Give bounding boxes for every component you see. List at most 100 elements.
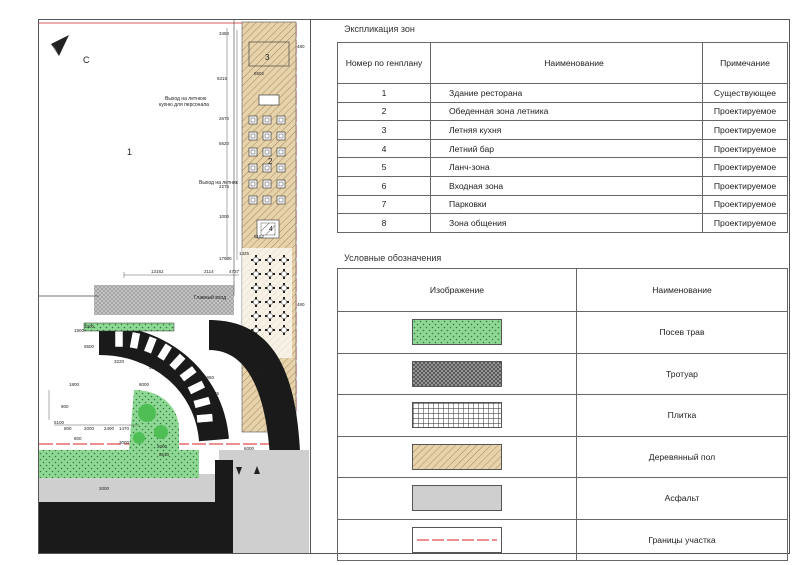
- dining-table: [276, 115, 286, 125]
- table-row: Плитка: [337, 394, 788, 437]
- kitchen-exit-label-1: Выход на летнюю: [165, 96, 207, 102]
- round-table: [279, 283, 289, 293]
- parking-space: [168, 352, 187, 371]
- dimension-label: 5100: [54, 420, 65, 425]
- sheet-divider: [310, 19, 311, 554]
- parking-space: [143, 335, 158, 355]
- dimension-label: 1325: [239, 251, 250, 256]
- dimension-label: 2275: [219, 184, 230, 189]
- round-table: [251, 283, 261, 293]
- lunch-round-tables: [251, 255, 289, 335]
- dimension-label: 1800: [69, 382, 80, 387]
- zones-header-row: Номер по генплану Наименование Примечани…: [337, 42, 788, 84]
- parking-spaces: [114, 330, 214, 424]
- legend-header-row: Изображение Наименование: [337, 268, 788, 312]
- round-table: [265, 311, 275, 321]
- table-row: Тротуар: [337, 352, 788, 395]
- round-table: [265, 297, 275, 307]
- dimension-label: 6502: [254, 71, 265, 76]
- dining-table: [248, 147, 258, 157]
- round-table: [265, 269, 275, 279]
- site-plan: С 1 3 2 4 Выход на летнюю кухню для п: [39, 20, 309, 553]
- dimension-label: 6000: [249, 371, 260, 376]
- dining-tables: [248, 115, 286, 205]
- legend-header-image: Изображение: [337, 268, 577, 312]
- dimension-label: 1950: [204, 375, 215, 380]
- parking-space: [187, 380, 206, 395]
- sidewalk-top: [94, 285, 234, 315]
- dimension-label: 4735: [209, 391, 220, 396]
- dimension-label: 5500: [84, 344, 95, 349]
- direction-arrow-icon: [236, 467, 242, 475]
- dining-table: [276, 195, 286, 205]
- dining-table: [276, 131, 286, 141]
- dimension-label: 2000: [99, 486, 110, 491]
- table-row: Асфальт: [337, 477, 788, 520]
- dimension-label: 1000: [84, 324, 95, 329]
- grass-lawn-lower: [39, 450, 199, 478]
- round-table: [279, 311, 289, 321]
- dimension-label: 6000: [244, 446, 255, 451]
- north-label: С: [83, 55, 90, 65]
- kitchen-exit-label-2: кухню для персонала: [159, 102, 209, 108]
- zone-label-2: 2: [268, 157, 273, 166]
- dimension-label: 3620: [139, 359, 150, 364]
- dining-table: [262, 131, 272, 141]
- dimension-label: 2000: [157, 444, 168, 449]
- table-row: Посев трав: [337, 311, 788, 354]
- legend-title: Условные обозначения: [344, 253, 442, 263]
- dimension-label: 6162: [254, 234, 265, 239]
- parking-space: [114, 330, 124, 348]
- dining-table: [276, 163, 286, 173]
- main-entrance-label: Главный вход: [194, 294, 226, 301]
- dining-table: [248, 195, 258, 205]
- legend-table: Изображение Наименование Посев трав Трот…: [337, 268, 788, 561]
- asphalt-swatch-icon: [412, 485, 502, 512]
- dimension-label: 1470: [119, 426, 130, 431]
- wood-swatch-icon: [412, 443, 502, 470]
- direction-arrow-icon-2: [254, 466, 260, 474]
- round-table: [279, 269, 289, 279]
- zones-header-number: Номер по генплану: [337, 42, 431, 84]
- dimension-label: 800: [74, 436, 82, 441]
- dimension-label: 6610: [159, 452, 170, 457]
- dining-table: [248, 115, 258, 125]
- zone-label-4: 4: [269, 226, 273, 233]
- round-table: [251, 311, 261, 321]
- zone-label-1: 1: [127, 147, 132, 157]
- parking-space: [178, 365, 198, 383]
- zones-title: Экспликация зон: [344, 24, 415, 34]
- legend-header-name: Наименование: [576, 268, 788, 312]
- dimension-label: 8315: [217, 76, 228, 81]
- dimension-label: 2000: [84, 426, 95, 431]
- dimension-label: 2400: [104, 426, 115, 431]
- parking-space: [192, 396, 212, 409]
- zones-header-name: Наименование: [430, 42, 703, 84]
- grass-swatch-icon: [412, 319, 502, 346]
- dimension-label: 5620: [219, 141, 230, 146]
- parking-space: [156, 342, 173, 362]
- dining-table: [262, 195, 272, 205]
- dining-table: [248, 131, 258, 141]
- dimension-label: 3000: [119, 440, 130, 445]
- parking-space: [196, 413, 214, 424]
- round-table: [279, 325, 289, 335]
- terrace-exit-label: Выход на летник: [199, 180, 239, 186]
- dimension-label: 1500: [74, 328, 85, 333]
- zones-table: Номер по генплану Наименование Примечани…: [337, 42, 788, 233]
- dimension-label: 13162: [151, 269, 164, 274]
- round-table: [265, 283, 275, 293]
- grass-strip-top: [83, 322, 175, 332]
- parking-space: [129, 331, 141, 350]
- round-table: [251, 269, 261, 279]
- dimension-label: 3220: [114, 359, 125, 364]
- dimension-label: 1000: [219, 214, 230, 219]
- dimension-label: 800: [64, 426, 72, 431]
- dimension-label: 480: [297, 302, 305, 307]
